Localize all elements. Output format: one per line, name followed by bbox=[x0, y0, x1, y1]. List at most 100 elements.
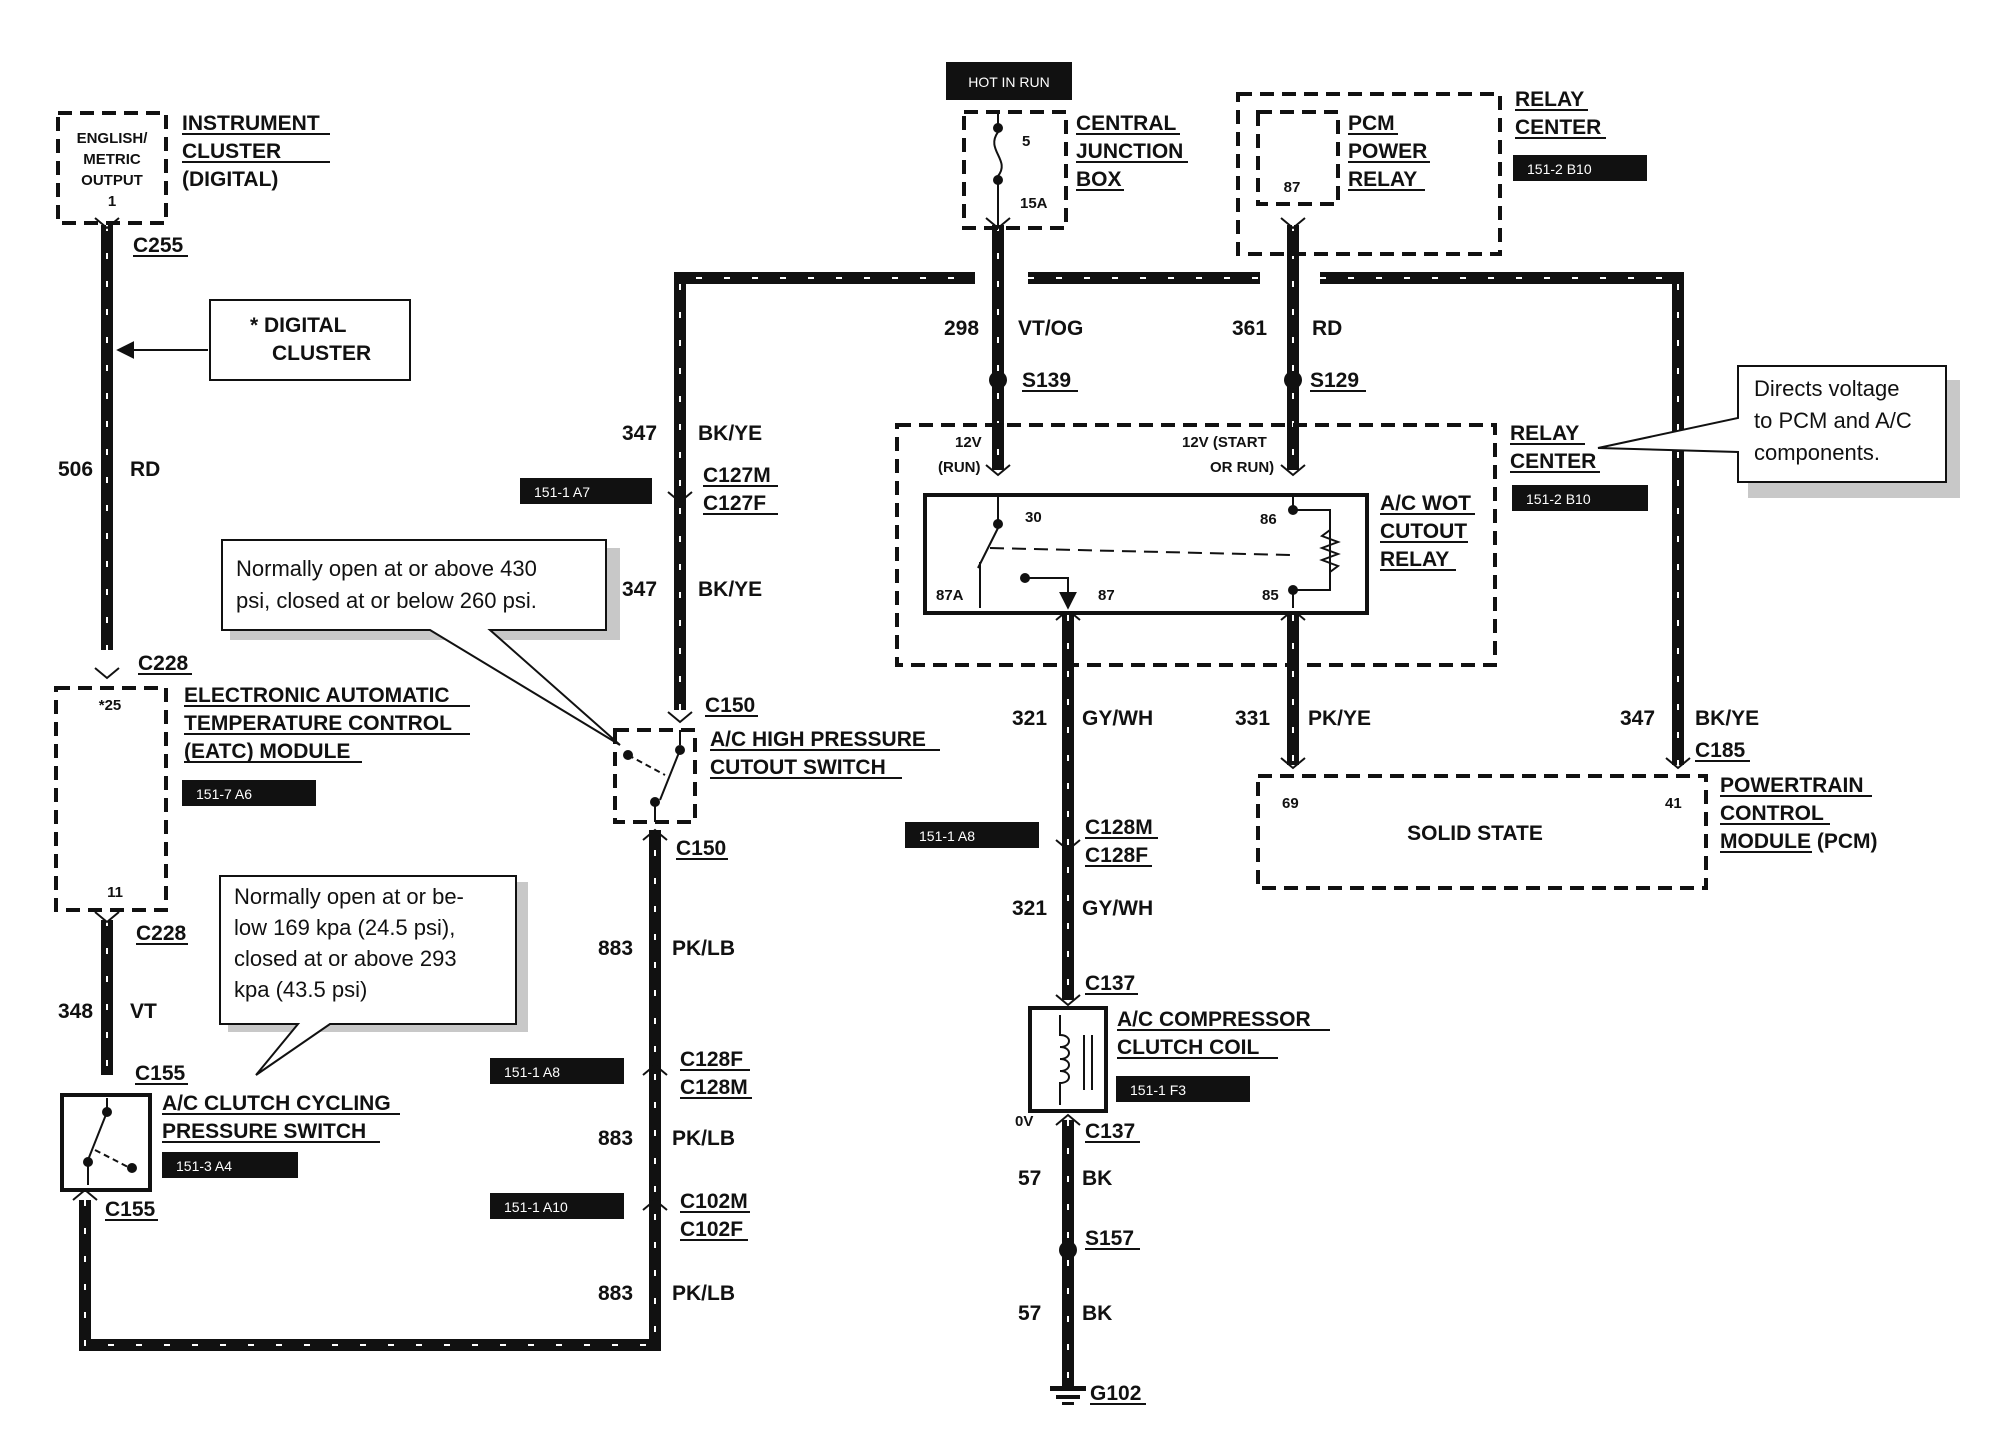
connector-c137-top: C137 bbox=[1085, 972, 1135, 995]
wire-347-number-c: 347 bbox=[1620, 707, 1655, 730]
high-pressure-switch-symbol bbox=[623, 730, 685, 822]
coil-icon bbox=[1059, 1015, 1093, 1105]
pcm-relay-label-1: PCM bbox=[1348, 112, 1395, 135]
connector-c128m-a: C128M bbox=[680, 1076, 748, 1099]
relay-center-mid-box bbox=[895, 423, 1497, 667]
pcm-relay-label-2: POWER bbox=[1348, 140, 1427, 163]
low-pressure-note bbox=[219, 875, 528, 1076]
wire-331-number: 331 bbox=[1235, 707, 1270, 730]
wire-331-color: PK/YE bbox=[1308, 707, 1371, 730]
wire-506-number: 506 bbox=[58, 458, 93, 481]
c128b-ref-tag bbox=[905, 822, 1039, 848]
compressor-ref-text: 151-1 F3 bbox=[1130, 1082, 1186, 1098]
eatc-ref-text: 151-7 A6 bbox=[196, 786, 252, 802]
eatc-ref-tag bbox=[182, 780, 316, 806]
cluster-box-line3: OUTPUT bbox=[81, 172, 143, 189]
wot-pin-85: 85 bbox=[1262, 587, 1279, 604]
splice-s139: S139 bbox=[1022, 369, 1071, 392]
directs-voltage-note bbox=[1597, 365, 1960, 498]
connector-c228-bottom: C228 bbox=[136, 922, 187, 945]
cjb-label-2: JUNCTION bbox=[1076, 140, 1183, 163]
eatc-module-box bbox=[54, 686, 168, 912]
instrument-cluster-label-1: INSTRUMENT bbox=[182, 112, 320, 135]
pcm-label-1: POWERTRAIN bbox=[1720, 774, 1864, 797]
eatc-label-2: TEMPERATURE CONTROL bbox=[184, 712, 452, 735]
relay-center-mid-ref-text: 151-2 B10 bbox=[1526, 491, 1591, 507]
compressor-label-1: A/C COMPRESSOR bbox=[1117, 1008, 1311, 1031]
high-pressure-note bbox=[221, 539, 621, 746]
wot-pin-86: 86 bbox=[1260, 511, 1277, 528]
wire-298-number: 298 bbox=[944, 317, 979, 340]
connector-c128f-b: C128F bbox=[1085, 844, 1148, 867]
zero-volts: 0V bbox=[1015, 1113, 1033, 1130]
wire-883-number-b: 883 bbox=[598, 1127, 633, 1150]
c128a-ref-text: 151-1 A8 bbox=[504, 1064, 560, 1080]
cjb-label-1: CENTRAL bbox=[1076, 112, 1176, 135]
wire-321-number-a: 321 bbox=[1012, 707, 1047, 730]
wire-347-number-a: 347 bbox=[622, 422, 657, 445]
cjb-label-3: BOX bbox=[1076, 168, 1122, 191]
directs-voltage-line3: components. bbox=[1754, 440, 1880, 465]
eatc-pin-25: *25 bbox=[99, 697, 122, 714]
clutch-cycling-label-1: A/C CLUTCH CYCLING bbox=[162, 1092, 391, 1115]
ground-g102: G102 bbox=[1090, 1382, 1141, 1405]
instrument-cluster-box bbox=[56, 111, 168, 225]
digital-cluster-line1: * DIGITAL bbox=[250, 314, 347, 337]
compressor-clutch-coil-box bbox=[1028, 1006, 1108, 1113]
c102-ref-text: 151-1 A10 bbox=[504, 1199, 568, 1215]
wot-pin-30: 30 bbox=[1025, 509, 1042, 526]
v12-run-line2: (RUN) bbox=[938, 459, 981, 476]
hot-in-run-text: HOT IN RUN bbox=[968, 74, 1049, 90]
pcm-power-relay-box bbox=[1256, 110, 1340, 206]
cluster-box-line2: METRIC bbox=[83, 151, 141, 168]
pcm-label-3: MODULE (PCM) bbox=[1720, 830, 1877, 853]
wire-57-color-a: BK bbox=[1082, 1167, 1112, 1190]
c102-ref-tag bbox=[490, 1193, 624, 1219]
wot-label-3: RELAY bbox=[1380, 548, 1449, 571]
pcm-relay-pin-87: 87 bbox=[1284, 179, 1301, 196]
low-pressure-note-line4: kpa (43.5 psi) bbox=[234, 977, 367, 1002]
connector-c155-bottom: C155 bbox=[105, 1198, 156, 1221]
splice-s157: S157 bbox=[1085, 1227, 1134, 1250]
wire-361-number: 361 bbox=[1232, 317, 1267, 340]
low-pressure-note-line1: Normally open at or be- bbox=[234, 884, 464, 909]
connector-c185: C185 bbox=[1695, 739, 1746, 762]
cjb-pin-5: 5 bbox=[1022, 133, 1030, 150]
clutch-cycling-switch-symbol bbox=[83, 1098, 137, 1185]
c127-ref-text: 151-1 A7 bbox=[534, 484, 590, 500]
v12-start-line2: OR RUN) bbox=[1210, 459, 1274, 476]
high-pressure-note-line2: psi, closed at or below 260 psi. bbox=[236, 588, 537, 613]
wire-347-color-b: BK/YE bbox=[698, 578, 762, 601]
wire-883-color-a: PK/LB bbox=[672, 937, 735, 960]
connector-c127m: C127M bbox=[703, 464, 771, 487]
high-pressure-label-2: CUTOUT SWITCH bbox=[710, 756, 886, 779]
wire-298-color: VT/OG bbox=[1018, 317, 1083, 340]
relay-center-top-ref-text: 151-2 B10 bbox=[1527, 161, 1592, 177]
instrument-cluster-label-2: CLUSTER bbox=[182, 140, 281, 163]
v12-start-line1: 12V (START bbox=[1182, 434, 1267, 451]
wot-pin-87: 87 bbox=[1098, 587, 1115, 604]
directs-voltage-line2: to PCM and A/C bbox=[1754, 408, 1912, 433]
wire-347-color-c: BK/YE bbox=[1695, 707, 1759, 730]
connector-c255: C255 bbox=[133, 234, 184, 257]
connector-c155-top: C155 bbox=[135, 1062, 186, 1085]
connector-c150-top: C150 bbox=[705, 694, 755, 717]
wire-347-color-a: BK/YE bbox=[698, 422, 762, 445]
c128a-ref-tag bbox=[490, 1058, 624, 1084]
relay-center-top-label-1: RELAY bbox=[1515, 88, 1584, 111]
high-pressure-note-line1: Normally open at or above 430 bbox=[236, 556, 537, 581]
compressor-label-2: CLUTCH COIL bbox=[1117, 1036, 1259, 1059]
digital-cluster-callout bbox=[209, 299, 411, 381]
connector-c127f: C127F bbox=[703, 492, 766, 515]
wire-57-number-b: 57 bbox=[1018, 1302, 1041, 1325]
connector-c137-bottom: C137 bbox=[1085, 1120, 1135, 1143]
high-pressure-label-1: A/C HIGH PRESSURE bbox=[710, 728, 926, 751]
pcm-label-2: CONTROL bbox=[1720, 802, 1824, 825]
wire-321-color-b: GY/WH bbox=[1082, 897, 1153, 920]
wire-348-number: 348 bbox=[58, 1000, 93, 1023]
relay-center-top-label-2: CENTER bbox=[1515, 116, 1601, 139]
pcm-relay-label-3: RELAY bbox=[1348, 168, 1417, 191]
compressor-ref-tag bbox=[1116, 1076, 1250, 1102]
low-pressure-note-line3: closed at or above 293 bbox=[234, 946, 457, 971]
